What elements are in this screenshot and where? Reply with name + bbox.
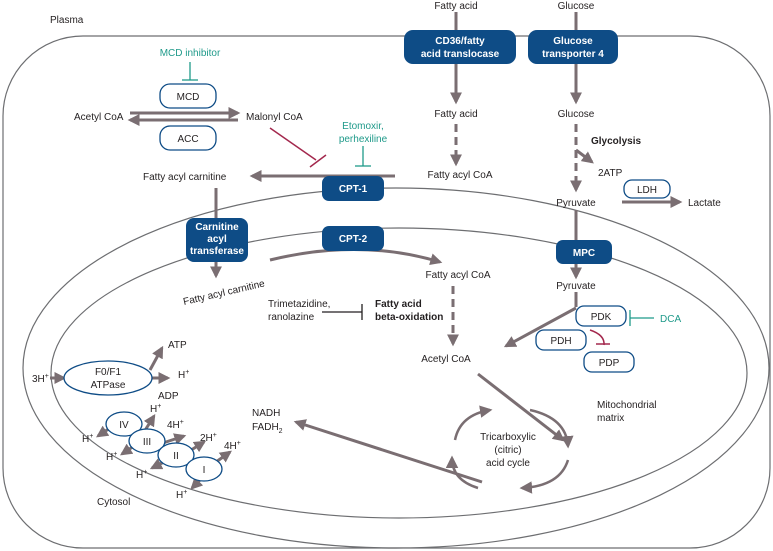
pdk-box: [575, 305, 627, 327]
cpt2-transporter: CPT-2: [322, 226, 384, 251]
four-h-plus-c3: 4H+: [167, 419, 184, 431]
cpt2-label: CPT-2: [339, 234, 368, 245]
malonyl-coa: Malonyl CoA: [246, 112, 303, 123]
fatty-acyl-coa-mito: Fatty acyl CoA: [425, 270, 490, 281]
acetyl-coa-mito: Acetyl CoA: [421, 354, 471, 365]
etomoxir-label-2: perhexiline: [339, 134, 388, 145]
complex-iii-label: III: [143, 437, 151, 448]
complex-ii: [157, 442, 195, 468]
three-h-plus: 3H+: [32, 373, 49, 385]
cd36-label-1: CD36/fatty: [435, 36, 485, 47]
pdk-pdh-inhibition: [589, 329, 605, 346]
atp-glycolysis: 2ATP: [598, 168, 623, 179]
pdh-box: [535, 329, 587, 351]
acc-label: ACC: [177, 134, 198, 145]
glucose-extracellular: Glucose: [558, 1, 595, 12]
tca-label-2: (citric): [494, 445, 521, 456]
ldh-label: LDH: [637, 185, 657, 196]
cd36-label-2: acid translocase: [421, 49, 500, 60]
acetyl-coa-cytosol: Acetyl CoA: [74, 112, 124, 123]
glut4-label-1: Glucose: [553, 36, 593, 47]
matrix-label-1: Mitochondrial: [597, 400, 656, 411]
adp-label: ADP: [158, 391, 179, 402]
two-h-plus-c2: 2H+: [200, 432, 217, 444]
arrow-acetylcoa-to-tca: [477, 372, 565, 442]
beta-oxidation-label-2: beta-oxidation: [375, 312, 443, 323]
dca-label: DCA: [660, 314, 681, 325]
etomoxir-label-1: Etomoxir,: [342, 121, 384, 132]
cpt1-label: CPT-1: [339, 184, 368, 195]
glut4-transporter: Glucose transporter 4: [528, 30, 618, 64]
pyruvate-mito: Pyruvate: [556, 281, 596, 292]
pdk-label: PDK: [591, 312, 612, 323]
mpc-transporter: MPC: [556, 240, 612, 264]
h-plus-out-3: H+: [106, 451, 117, 463]
complex-i: [185, 456, 223, 482]
arrow-h-1: [215, 450, 232, 464]
trimetazidine-label-1: Trimetazidine,: [268, 299, 330, 310]
malonyl-inhibition-line: [269, 127, 317, 161]
matrix-label-2: matrix: [597, 413, 624, 424]
lactate: Lactate: [688, 198, 721, 209]
four-h-plus-c1: 4H+: [224, 440, 241, 452]
complex-iii: [128, 428, 166, 454]
tca-label-3: acid cycle: [486, 458, 530, 469]
inner-mitochondrial-membrane: [50, 227, 748, 519]
arrow-tca-to-nadh: [293, 419, 483, 484]
nadh-label: NADH: [252, 408, 280, 419]
tca-cycle: [445, 405, 574, 494]
h-plus-c4-top: H+: [150, 403, 161, 415]
plasma-label: Plasma: [50, 15, 84, 26]
cat-label-3: transferase: [190, 246, 244, 257]
fatty-acyl-coa-cytosol: Fatty acyl CoA: [427, 170, 492, 181]
fatty-acid-cytosol: Fatty acid: [434, 109, 477, 120]
fadh2-label: FADH2: [252, 422, 283, 435]
atpase-label-1: F0/F1: [95, 367, 122, 378]
trimetazidine-label-2: ranolazine: [268, 312, 315, 323]
tca-label-1: Tricarboxylic: [480, 432, 536, 443]
glycolysis-label: Glycolysis: [591, 136, 641, 147]
h-plus-out-4: H+: [82, 433, 93, 445]
atpase-label-2: ATPase: [91, 380, 126, 391]
fatty-acid-extracellular: Fatty acid: [434, 1, 477, 12]
pyruvate-cytosol: Pyruvate: [556, 198, 596, 209]
cat-label-1: Carnitine: [195, 222, 239, 233]
complex-ii-label: II: [173, 451, 179, 462]
carnitine-acyl-transferase: Carnitine acyl transferase: [186, 218, 248, 262]
mcd-box: [159, 83, 217, 109]
complex-iv: [105, 411, 143, 437]
h-plus-atpase: H+: [178, 369, 189, 381]
fatty-acyl-carnitine: Fatty acyl carnitine: [143, 172, 227, 183]
outer-mitochondrial-membrane: [22, 187, 770, 549]
fatty-acyl-carnitine-mito: Fatty acyl carnitine: [182, 278, 266, 308]
arrow-atp-out: [148, 345, 164, 371]
h-plus-out-1: H+: [176, 489, 187, 501]
cytosol-label: Cytosol: [97, 497, 130, 508]
mpc-label: MPC: [573, 248, 595, 259]
cd36-transporter: CD36/fatty acid translocase: [404, 30, 516, 64]
glucose-cytosol: Glucose: [558, 109, 595, 120]
atp-label: ATP: [168, 340, 187, 351]
complex-i-label: I: [203, 465, 206, 476]
malonyl-inhibition-bar: [309, 154, 327, 168]
glut4-label-2: transporter 4: [542, 49, 604, 60]
arrow-pyruvate-diag: [503, 306, 577, 348]
cpt1-transporter: CPT-1: [322, 176, 384, 201]
ldh-box: [623, 179, 671, 199]
acc-box: [159, 125, 217, 151]
arrow-to-2atp: [575, 148, 594, 164]
mcd-label: MCD: [177, 92, 200, 103]
complex-iv-label: IV: [119, 420, 129, 431]
h-plus-out-2: H+: [136, 469, 147, 481]
mcd-inhibitor-label: MCD inhibitor: [160, 48, 221, 59]
atpase-complex: [63, 360, 153, 396]
pdh-label: PDH: [550, 336, 571, 347]
pdp-box: [583, 351, 635, 373]
pdp-label: PDP: [599, 358, 620, 369]
cat-label-2: acyl: [207, 234, 227, 245]
arrow-fac-to-facoa-mito: [269, 248, 443, 265]
beta-oxidation-label-1: Fatty acid: [375, 299, 422, 310]
